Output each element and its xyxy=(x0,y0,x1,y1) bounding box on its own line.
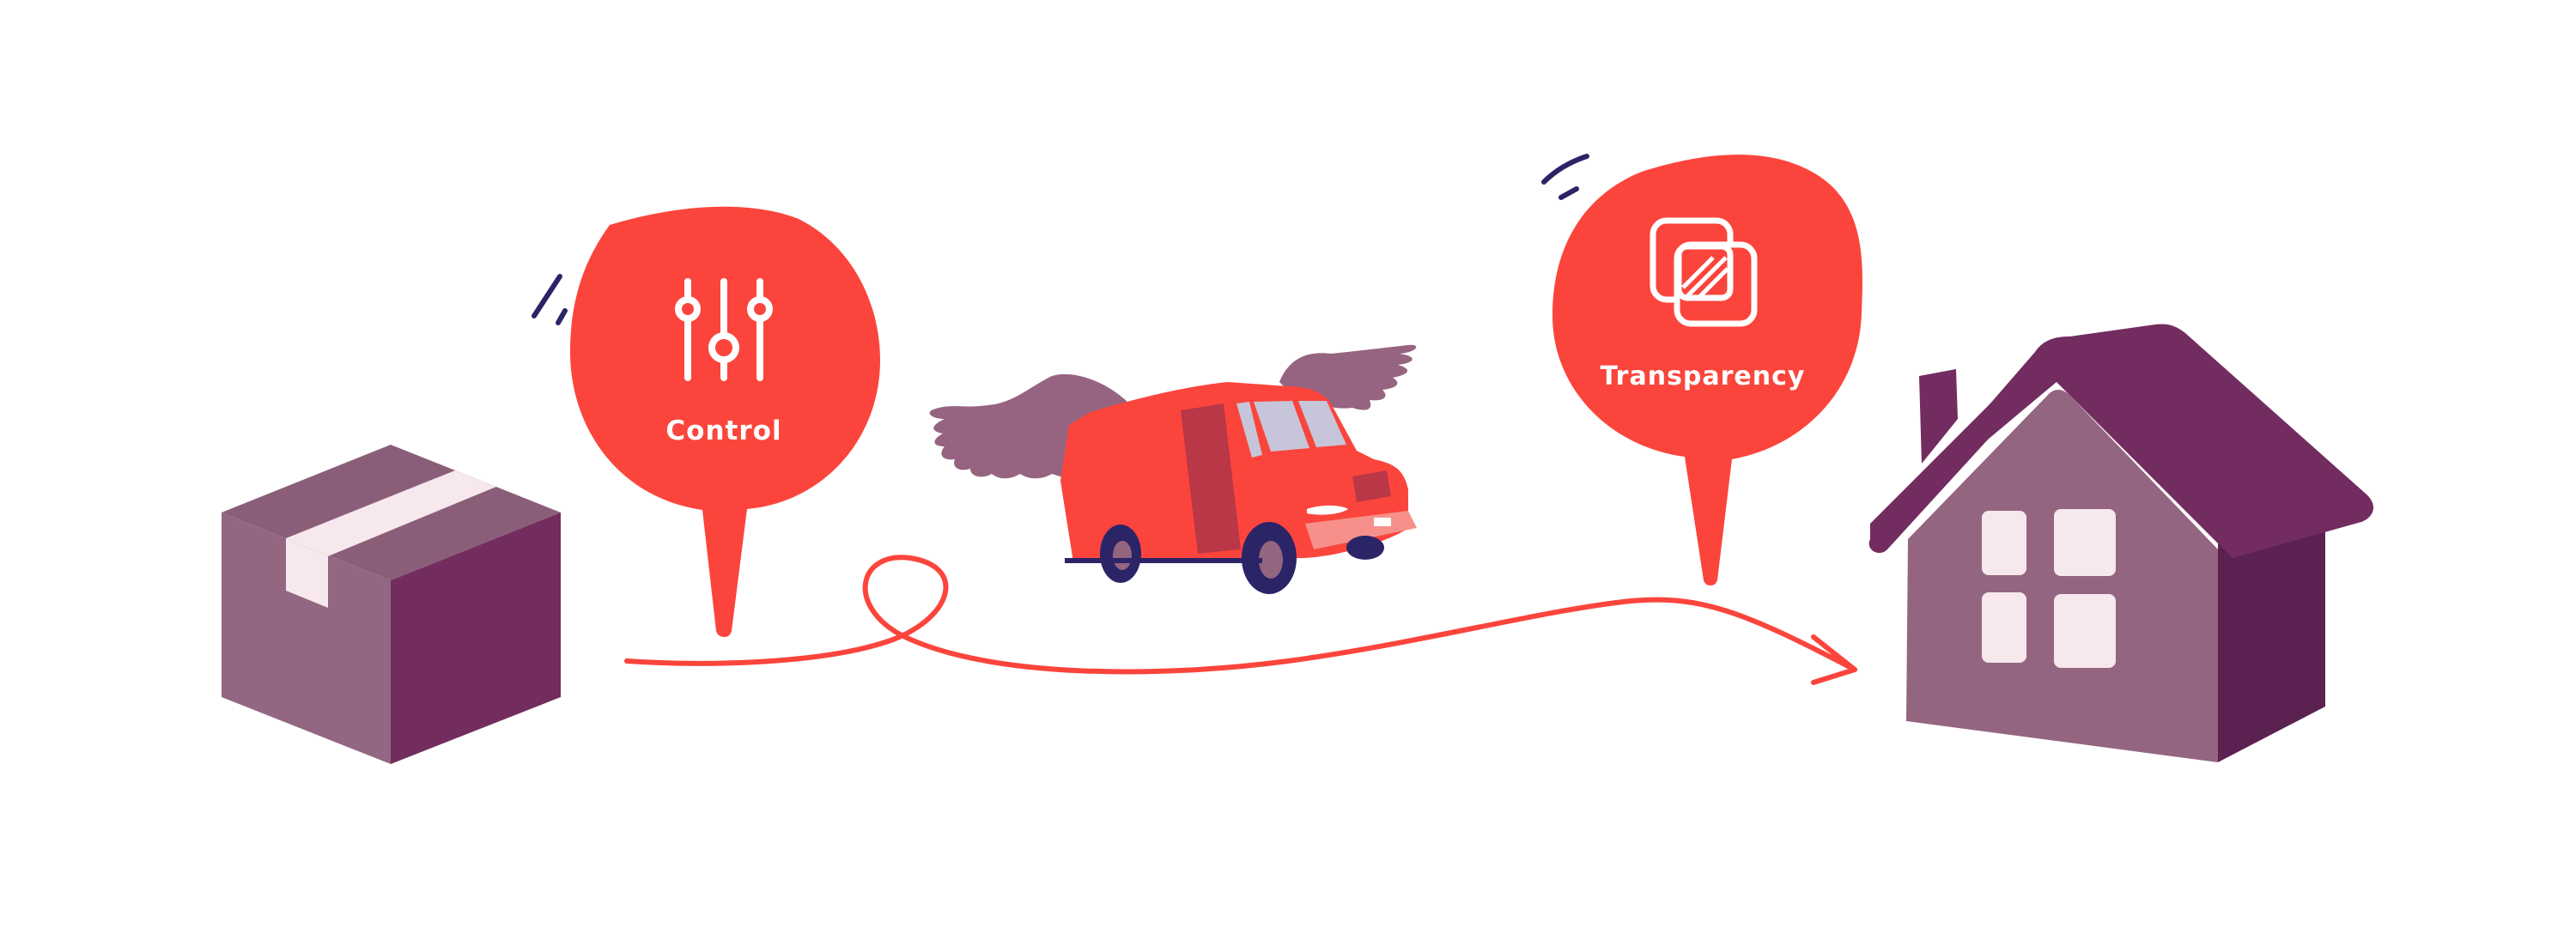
control-label: Control xyxy=(665,415,781,446)
control-sparkle-marks xyxy=(532,274,568,325)
house-side-wall xyxy=(2218,511,2325,762)
van-window-2 xyxy=(1254,401,1309,452)
transparency-pin-balloon xyxy=(1552,155,1862,585)
van-window-1 xyxy=(1236,402,1262,458)
destination-house xyxy=(1868,324,2374,762)
house-chimney xyxy=(1919,369,1958,464)
van-far-wheel xyxy=(1346,536,1384,560)
transparency-label: Transparency xyxy=(1601,361,1806,391)
control-pin-balloon xyxy=(570,206,880,637)
box-tape-side xyxy=(286,538,328,608)
house-window-4 xyxy=(2054,594,2116,668)
van-shadow-line xyxy=(1065,558,1262,563)
van-front-hubcap xyxy=(1259,541,1283,579)
house-window-1 xyxy=(1982,511,2026,575)
house-roof xyxy=(1882,324,2374,558)
van-handle xyxy=(1307,505,1348,515)
control-pin: Control xyxy=(532,206,880,637)
flying-delivery-van xyxy=(929,344,1417,594)
sliders-icon xyxy=(675,278,773,381)
route-arrowhead xyxy=(1811,634,1857,685)
van-plate xyxy=(1374,518,1391,526)
van-side-panel xyxy=(1181,403,1241,554)
transparency-sparkle-marks xyxy=(1541,154,1589,200)
delivery-route xyxy=(624,555,1857,675)
transparency-pin: Transparency xyxy=(1541,154,1862,585)
box-tape-top xyxy=(286,470,496,556)
box-left-face xyxy=(222,512,391,764)
van-window-3 xyxy=(1298,401,1346,447)
house-window-2 xyxy=(2054,509,2116,576)
house-window-3 xyxy=(1982,592,2026,663)
van-headlight xyxy=(1352,470,1391,502)
layers-icon xyxy=(1649,217,1758,327)
house-roof-edge xyxy=(1868,352,2074,554)
package-box xyxy=(222,445,561,764)
box-right-face xyxy=(391,512,561,764)
van-rear-hubcap xyxy=(1113,541,1132,570)
